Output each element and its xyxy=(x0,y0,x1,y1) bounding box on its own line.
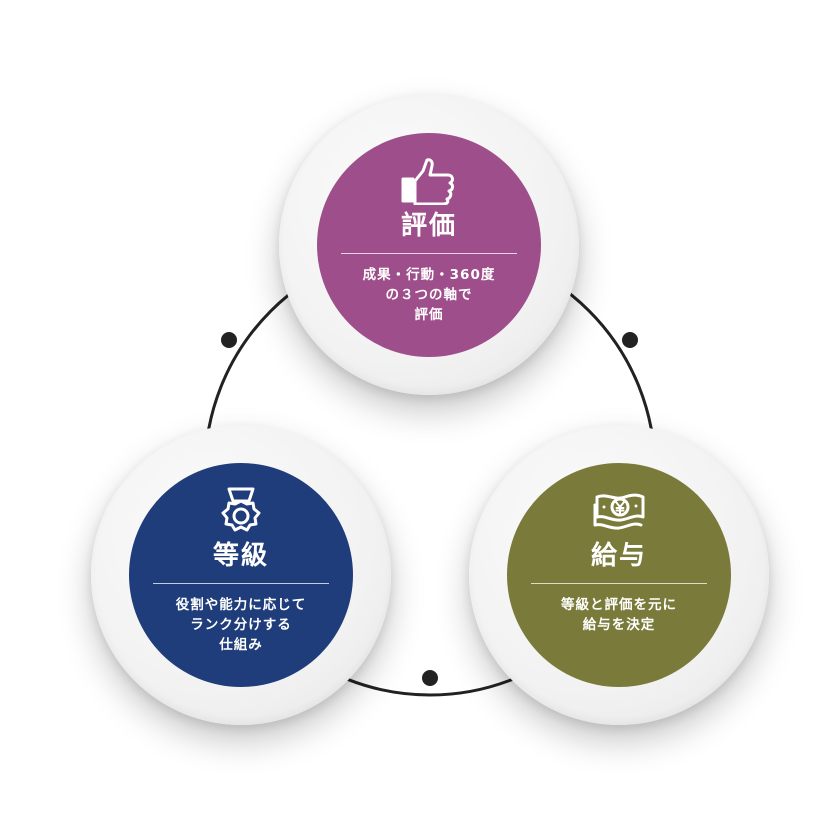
evaluation-desc-line: 成果・行動・360度 xyxy=(362,267,496,283)
grade-node: 等級 役割や能力に応じて ランク分けする 仕組み xyxy=(91,425,391,725)
salary-title: 給与 xyxy=(590,541,647,571)
salary-description: 等級と評価を元に 給与を決定 xyxy=(525,595,713,635)
connector-dot-bottom xyxy=(422,670,438,686)
grade-title: 等級 xyxy=(212,541,269,571)
evaluation-node: 評価 成果・行動・360度 の３つの軸で 評価 xyxy=(279,95,579,395)
salary-circle: 給与 等級と評価を元に 給与を決定 xyxy=(507,463,731,687)
thumbs-up-icon xyxy=(399,157,459,205)
salary-desc-line: 給与を決定 xyxy=(582,617,656,633)
connector-dot-right xyxy=(622,332,638,348)
grade-desc-line: 仕組み xyxy=(219,637,263,653)
evaluation-desc-line: の３つの軸で xyxy=(385,287,473,303)
evaluation-description: 成果・行動・360度 の３つの軸で 評価 xyxy=(335,265,523,325)
salary-divider xyxy=(531,583,707,584)
evaluation-circle: 評価 成果・行動・360度 の３つの軸で 評価 xyxy=(317,133,541,357)
grade-description: 役割や能力に応じて ランク分けする 仕組み xyxy=(147,595,335,655)
medal-icon xyxy=(211,487,271,535)
connector-dot-left xyxy=(221,332,237,348)
yen-banknote-icon xyxy=(589,487,649,535)
grade-desc-line: 役割や能力に応じて xyxy=(175,597,307,613)
grade-divider xyxy=(153,583,329,584)
salary-desc-line: 等級と評価を元に xyxy=(561,597,677,613)
evaluation-title: 評価 xyxy=(400,211,457,241)
evaluation-desc-line: 評価 xyxy=(414,307,444,323)
grade-desc-line: ランク分けする xyxy=(190,617,292,633)
grade-circle: 等級 役割や能力に応じて ランク分けする 仕組み xyxy=(129,463,353,687)
salary-node: 給与 等級と評価を元に 給与を決定 xyxy=(469,425,769,725)
evaluation-divider xyxy=(341,253,517,254)
